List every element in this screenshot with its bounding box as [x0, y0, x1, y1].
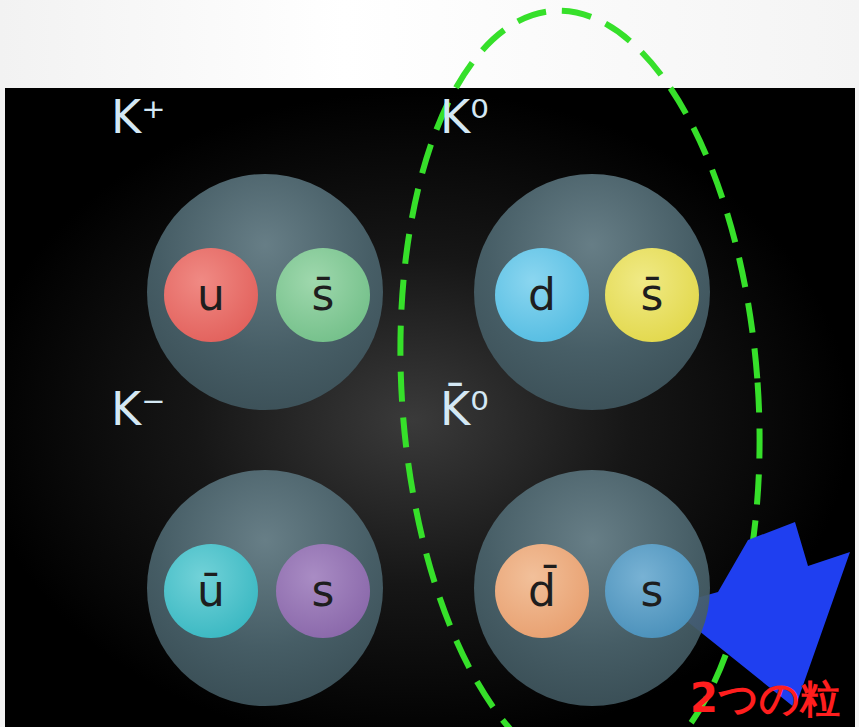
circle-fill — [164, 544, 258, 638]
circle-fill — [147, 470, 383, 706]
particle-name: K⁻ — [111, 386, 165, 432]
meson-circle: K⁻ūs — [147, 470, 383, 706]
quark-symbol: s̄ — [312, 273, 335, 317]
annotation-text: 2つの粒 — [690, 676, 840, 720]
quark-symbol: u — [197, 273, 225, 317]
particle-name: K⁺ — [111, 94, 165, 140]
circle-fill — [276, 248, 370, 342]
circle-fill — [147, 174, 383, 410]
quark-symbol: s — [312, 569, 335, 613]
circle-fill — [276, 544, 370, 638]
quark-symbol: s — [641, 569, 664, 613]
circle-fill — [474, 470, 710, 706]
quark-circle: ū — [164, 544, 258, 638]
circle-fill — [164, 248, 258, 342]
quark-circle: s — [276, 544, 370, 638]
quark-circle: s — [605, 544, 699, 638]
quark-circle: u — [164, 248, 258, 342]
quark-circle: d — [495, 248, 589, 342]
circle-fill — [495, 248, 589, 342]
quark-symbol: ū — [197, 569, 225, 613]
meson-circle: K̄⁰d̄s — [474, 470, 710, 706]
quark-circle: d̄ — [495, 544, 589, 638]
meson-circle: K⁺us̄ — [147, 174, 383, 410]
particle-name: K⁰ — [440, 94, 489, 140]
circle-fill — [605, 248, 699, 342]
particle-name: K̄⁰ — [440, 386, 489, 432]
quark-circle: s̄ — [605, 248, 699, 342]
quark-symbol: d̄ — [528, 569, 556, 613]
quark-symbol: d — [528, 273, 556, 317]
quark-circle: s̄ — [276, 248, 370, 342]
quark-symbol: s̄ — [641, 273, 664, 317]
circle-fill — [605, 544, 699, 638]
circle-fill — [474, 174, 710, 410]
circle-fill — [495, 544, 589, 638]
meson-circle: K⁰ds̄ — [474, 174, 710, 410]
